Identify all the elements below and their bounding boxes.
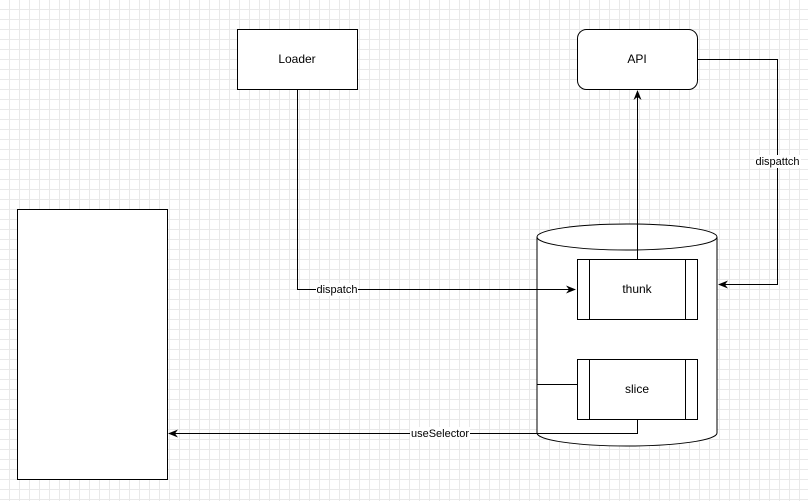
api-to-thunk-edge[interactable] bbox=[698, 59, 778, 289]
slice-to-component-edge[interactable] bbox=[168, 420, 638, 438]
component-box[interactable] bbox=[17, 209, 168, 480]
thunk-node[interactable]: thunk bbox=[577, 259, 698, 320]
api-label: API bbox=[627, 52, 646, 66]
thunk-label: thunk bbox=[622, 282, 652, 296]
loader-to-thunk-edge[interactable] bbox=[297, 90, 576, 294]
loader-label: Loader bbox=[278, 52, 315, 66]
useselector-edge-label: useSelector bbox=[411, 428, 469, 440]
dispatch-edge-label: dispatch bbox=[317, 284, 358, 296]
dispattch-label-bg bbox=[754, 155, 801, 168]
slice-label: slice bbox=[625, 382, 649, 396]
slice-node[interactable]: slice bbox=[577, 359, 698, 420]
loader-node[interactable]: Loader bbox=[237, 29, 358, 90]
dispattch-edge-label: dispattch bbox=[755, 156, 799, 168]
dispatch-label-bg bbox=[316, 283, 358, 296]
useselector-label-bg bbox=[410, 427, 470, 440]
api-node[interactable]: API bbox=[577, 29, 698, 90]
